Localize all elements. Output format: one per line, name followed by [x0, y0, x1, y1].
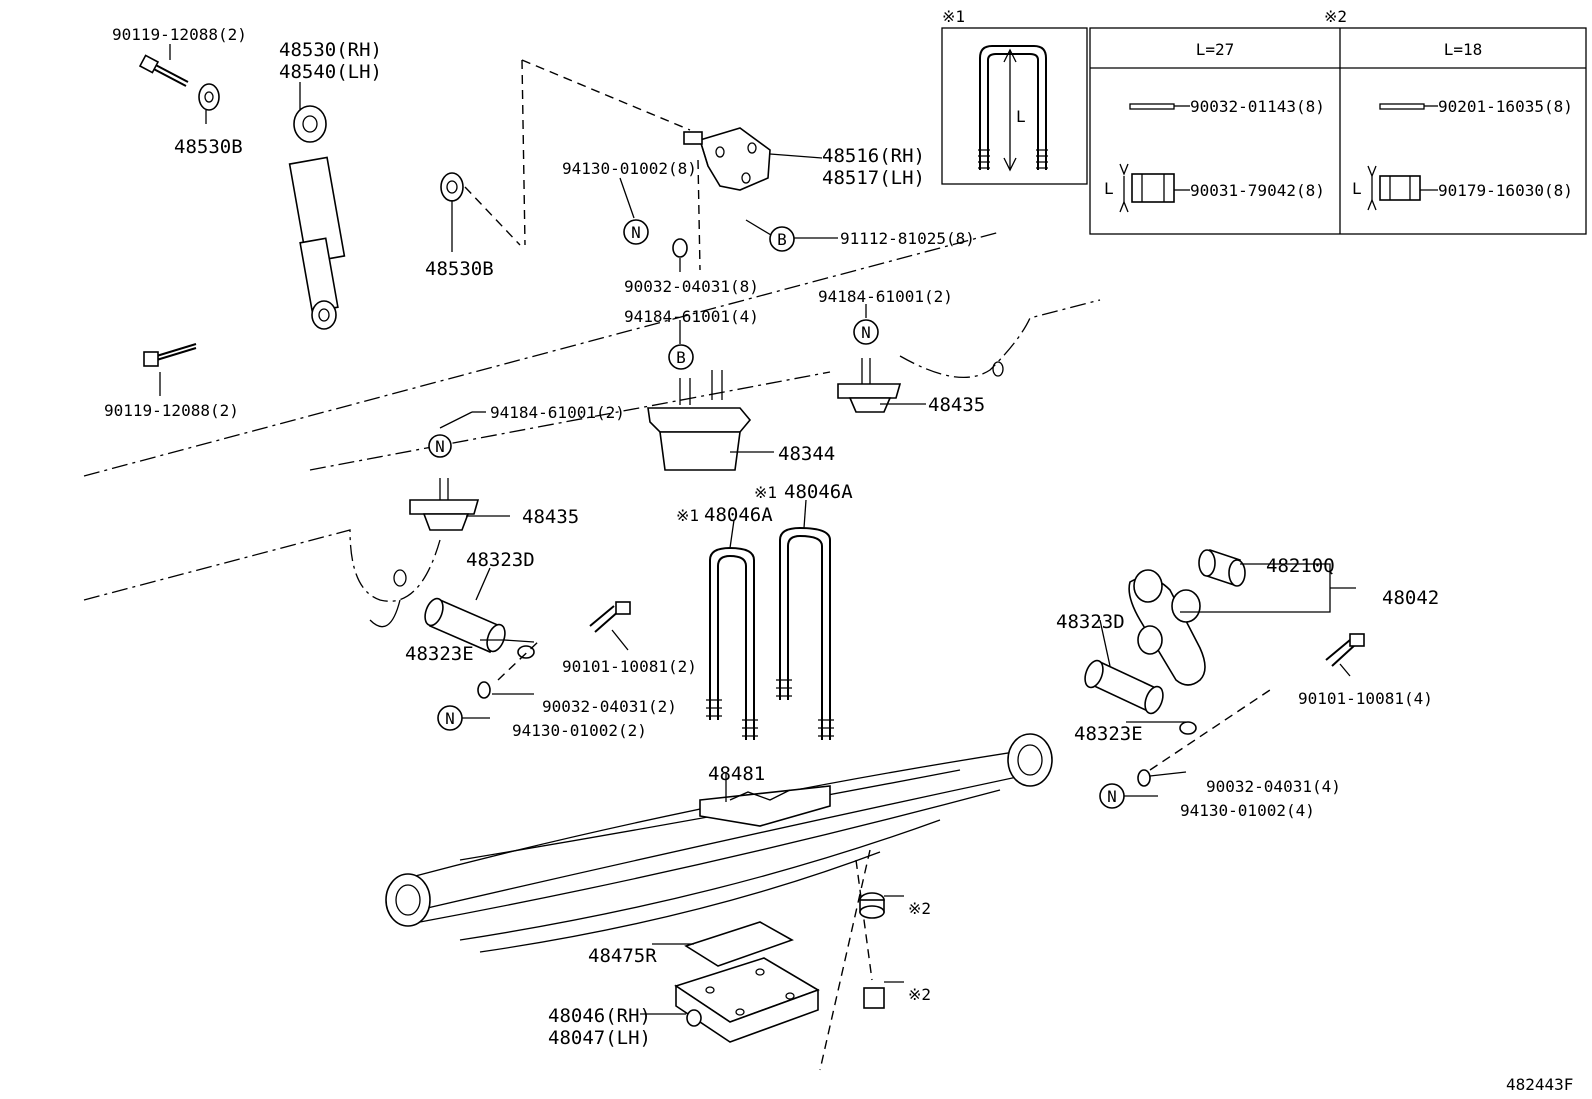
- bushing-mid: [440, 172, 464, 202]
- b-marker-text: B: [777, 230, 787, 249]
- shock-bracket: [683, 127, 771, 191]
- washer-icon: [672, 238, 688, 258]
- table-row1-col2: 90201-16035(8): [1438, 97, 1573, 116]
- label-bumper-nut-4: 94184-61001(4): [624, 307, 759, 326]
- marker-b-bumper: B: [668, 344, 694, 370]
- label-washer-bracket: 90032-04031(8): [624, 277, 759, 296]
- table-col2-header: L=18: [1444, 40, 1483, 59]
- lower-shock-bolt: [143, 343, 197, 367]
- u-bolt-left: [706, 546, 758, 740]
- pin-rear: [1084, 659, 1197, 735]
- inset-parts-table: ※2 L=27 L=18 90032-01143(8) 90201-16035(…: [1089, 7, 1587, 235]
- label-pin-e-l: 48323E: [405, 643, 474, 665]
- note1-mark-r: ※1: [754, 483, 777, 502]
- bumper-main: [647, 370, 752, 471]
- label-bolt-rear: 90101-10081(4): [1298, 689, 1433, 708]
- inset1-length-label: L: [1016, 107, 1026, 126]
- marker-b-bracket: B: [769, 226, 795, 252]
- label-pin-d-r: 48323D: [1056, 611, 1125, 633]
- label-nut-bracket: 94130-01002(8): [562, 159, 697, 178]
- label-bumper-nut-2r: 94184-61001(2): [818, 287, 953, 306]
- label-pin-d-l: 48323D: [466, 549, 535, 571]
- nut-spacer-lower: [863, 987, 885, 1009]
- table-row2-col1-length: L: [1104, 179, 1114, 198]
- spring-pad: [684, 921, 794, 967]
- label-bolt-bottom: 90119-12088(2): [104, 401, 239, 420]
- n-marker-text: N: [631, 223, 641, 242]
- part-labels: 90119-12088(2) 48530(RH) 48540(LH) 48530…: [104, 25, 1573, 1094]
- label-ubolt-r: 48046A: [784, 481, 853, 503]
- u-bolt-right: [776, 526, 834, 740]
- label-bolt-top: 90119-12088(2): [112, 25, 247, 44]
- note2-mark-lower: ※2: [908, 985, 931, 1004]
- label-bolt-front: 90101-10081(2): [562, 657, 697, 676]
- label-nut-rear: 94130-01002(4): [1180, 801, 1315, 820]
- bolt-rear: [1325, 633, 1365, 667]
- note1-mark-l: ※1: [676, 506, 699, 525]
- table-row2-col2-length: L: [1352, 179, 1362, 198]
- label-shock-rh: 48530(RH): [279, 39, 382, 61]
- label-plate-lh: 48047(LH): [548, 1027, 651, 1049]
- shock-absorber: [288, 105, 346, 330]
- bolt-front: [589, 601, 631, 633]
- marker-n-rear: N: [1099, 783, 1125, 809]
- pin-front: [424, 597, 535, 659]
- washer-rear-icon: [1137, 769, 1151, 787]
- inset-ubolt-length: ※1 L: [941, 7, 1088, 185]
- note2-mark-upper: ※2: [908, 899, 931, 918]
- nut-spacer-upper: [859, 892, 885, 919]
- label-washer-front: 90032-04031(2): [542, 697, 677, 716]
- marker-n-bracket: N: [623, 219, 649, 245]
- n-marker-text: N: [435, 437, 445, 456]
- spring-seat: [699, 785, 831, 827]
- label-bumper-main: 48344: [778, 443, 835, 465]
- label-bracket-rh: 48516(RH): [822, 145, 925, 167]
- n-marker-text: N: [445, 709, 455, 728]
- bushing-q: [1198, 548, 1246, 587]
- label-washer-rear: 90032-04031(4): [1206, 777, 1341, 796]
- b-marker-text: B: [676, 348, 686, 367]
- spring-plate: [674, 957, 820, 1043]
- label-bushing-b: 48530B: [425, 258, 494, 280]
- n-marker-text: N: [1107, 787, 1117, 806]
- bushing-upper: [198, 83, 220, 111]
- label-pin-e-r: 48323E: [1074, 723, 1143, 745]
- marker-n-bumper-l: N: [428, 434, 452, 458]
- drawing-code: 482443F: [1506, 1075, 1573, 1094]
- shackle: [1128, 569, 1206, 686]
- table-row1-col1: 90032-01143(8): [1190, 97, 1325, 116]
- label-ubolt-l: 48046A: [704, 504, 773, 526]
- table-col1-header: L=27: [1196, 40, 1235, 59]
- bumper-small-right: [837, 358, 902, 413]
- label-bumper-small-r: 48435: [928, 394, 985, 416]
- label-bumper-small-l: 48435: [522, 506, 579, 528]
- inset2-note-mark: ※2: [1324, 7, 1347, 26]
- marker-n-front: N: [437, 705, 463, 731]
- frame-outline: [83, 59, 1101, 628]
- n-marker-text: N: [861, 323, 871, 342]
- table-row2-col1: 90031-79042(8): [1190, 181, 1325, 200]
- label-bushing-a: 48530B: [174, 136, 243, 158]
- label-shackle: 48042: [1382, 587, 1439, 609]
- leaf-spring: [385, 733, 1053, 953]
- label-shock-lh: 48540(LH): [279, 61, 382, 83]
- inset1-note-mark: ※1: [942, 7, 965, 26]
- table-row2-col2: 90179-16030(8): [1438, 181, 1573, 200]
- label-bolt-b: 91112-81025(8): [840, 229, 975, 248]
- upper-shock-bolt: [138, 54, 189, 87]
- bumper-small-left: [409, 478, 480, 531]
- label-bushing-q: 48210Q: [1266, 555, 1335, 577]
- label-bumper-nut-2l: 94184-61001(2): [490, 403, 625, 422]
- label-nut-front: 94130-01002(2): [512, 721, 647, 740]
- marker-n-bumper-r: N: [853, 319, 879, 345]
- label-seat: 48481: [708, 763, 765, 785]
- label-bracket-lh: 48517(LH): [822, 167, 925, 189]
- washer-front-icon: [477, 681, 491, 699]
- label-pad: 48475R: [588, 945, 657, 967]
- label-plate-rh: 48046(RH): [548, 1005, 651, 1027]
